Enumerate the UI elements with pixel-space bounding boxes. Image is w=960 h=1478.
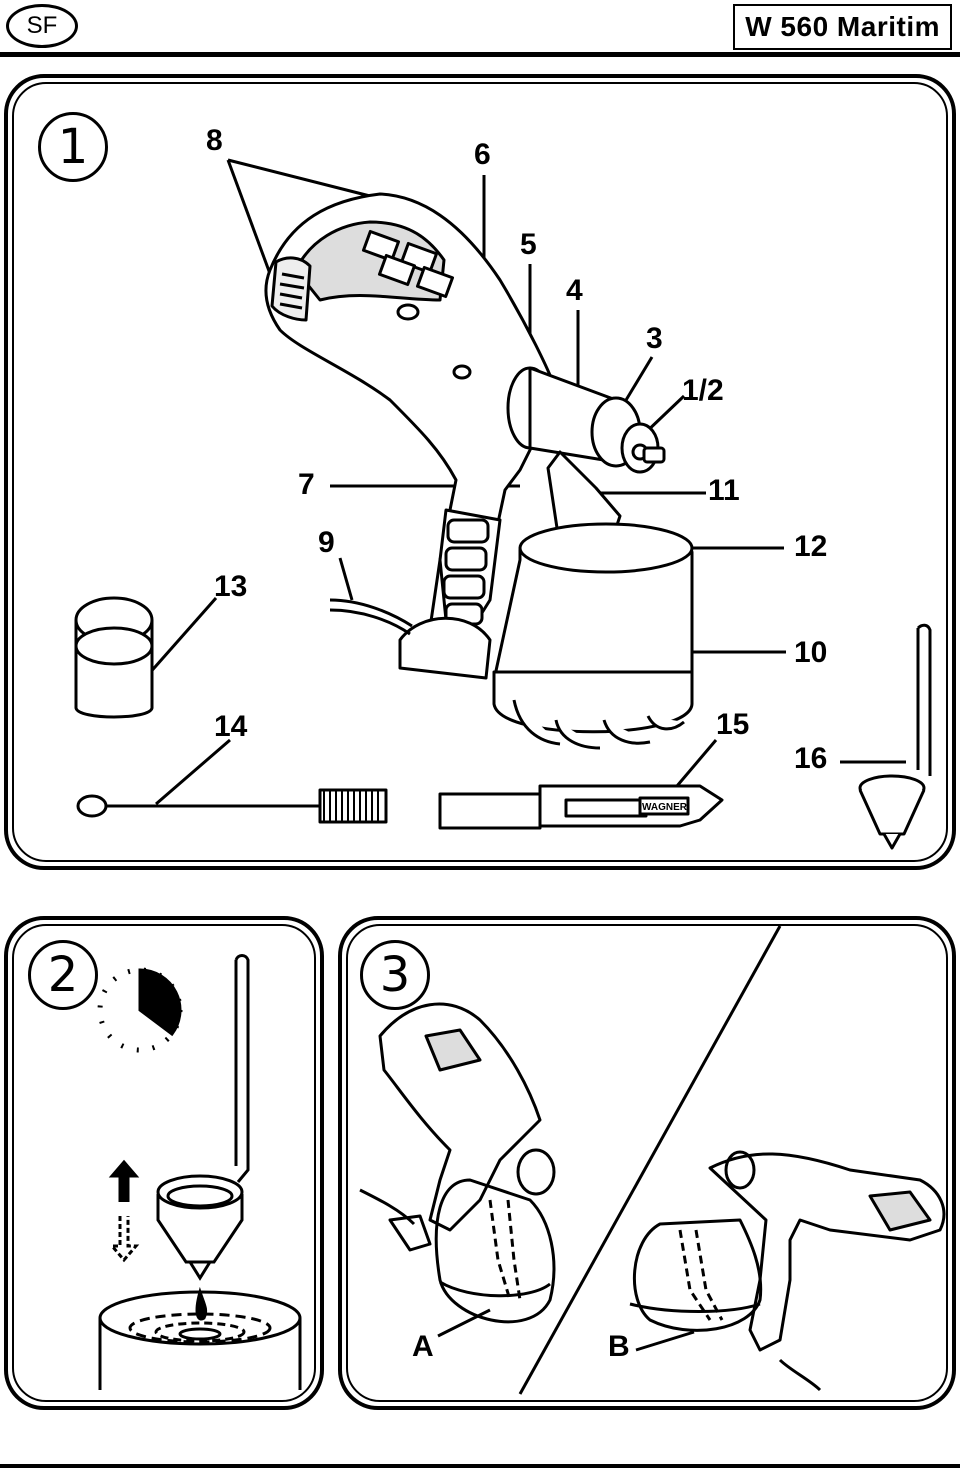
header-rule — [0, 52, 960, 57]
label-14: 14 — [214, 710, 248, 743]
page-title: W 560 Maritim — [733, 4, 952, 50]
label-b: B — [608, 1330, 630, 1363]
label-6: 6 — [474, 138, 491, 171]
label-12: 12 — [794, 530, 828, 563]
panel-1-inner — [12, 82, 948, 862]
label-13: 13 — [214, 570, 248, 603]
step-number-1: 1 — [38, 112, 108, 182]
panel-3-inner — [346, 924, 948, 1402]
language-badge: SF — [6, 4, 78, 48]
footer-rule — [0, 1464, 960, 1468]
label-a: A — [412, 1330, 434, 1363]
viscosity-test-illustration — [97, 954, 302, 1390]
label-4: 4 — [566, 274, 583, 307]
step-number-3-text: 3 — [379, 947, 411, 1003]
label-9: 9 — [318, 526, 335, 559]
language-code: SF — [26, 12, 58, 39]
label-16: 16 — [794, 742, 828, 775]
label-1-2: 1/2 — [682, 374, 724, 407]
label-8: 8 — [206, 124, 223, 157]
label-15: 15 — [716, 708, 750, 741]
spray-gun-parts-illustration — [74, 158, 932, 850]
knife-brand-label: WAGNER — [642, 802, 687, 813]
step-number-2-text: 2 — [47, 947, 79, 1003]
panel-2-inner — [12, 924, 316, 1402]
label-7: 7 — [298, 468, 315, 501]
step-number-1-text: 1 — [57, 119, 89, 175]
step-number-3: 3 — [360, 940, 430, 1010]
label-10: 10 — [794, 636, 828, 669]
page-title-text: W 560 Maritim — [745, 11, 940, 42]
step-number-2: 2 — [28, 940, 98, 1010]
label-5: 5 — [520, 228, 537, 261]
label-3: 3 — [646, 322, 663, 355]
suction-tube-position-illustration — [359, 925, 946, 1395]
label-11: 11 — [708, 474, 740, 507]
